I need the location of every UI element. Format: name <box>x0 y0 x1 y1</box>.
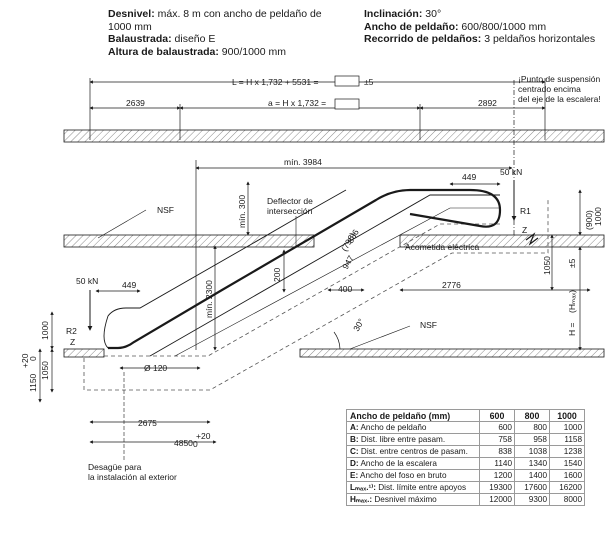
load-bottom: 50 kN <box>76 276 98 286</box>
phi-120: Ø 120 <box>144 363 167 373</box>
r1-label: R1 <box>520 206 531 216</box>
dim-min-300: mín. 300 <box>237 195 247 228</box>
table-header-1000: 1000 <box>549 409 585 422</box>
nsf-top: NSF <box>157 205 174 215</box>
lower-floor-slab-right <box>299 348 605 358</box>
table-header-600: 600 <box>479 409 515 422</box>
dim-2892: 2892 <box>478 98 497 108</box>
dim-1000-left: 1000 <box>40 321 50 340</box>
h-equals: H = <box>567 323 577 337</box>
specs-left: Desnivel: máx. 8 m con ancho de peldaño … <box>108 8 322 58</box>
step-line <box>149 194 500 357</box>
dim-200: 200 <box>272 268 282 282</box>
deflector-label-1: Deflector de <box>267 196 313 206</box>
spec-desnivel: Desnivel: máx. 8 m con ancho de peldaño … <box>108 8 322 20</box>
dim-1050-right: 1050 <box>542 256 552 275</box>
length-formula: L = H x 1,732 + 5531 = <box>232 77 318 87</box>
deflector-label-2: intersección <box>267 206 313 216</box>
r2-label: R2 <box>66 326 77 336</box>
drain-label-2: la instalación al exterior <box>88 472 177 482</box>
suspension-note-1: ¡Punto de suspensión <box>518 74 600 84</box>
upper-floor-slab-left <box>63 234 315 248</box>
electric-connection-icon <box>525 232 539 246</box>
handrail-lower-curve <box>103 189 347 349</box>
dim-900-paren: (900) <box>584 210 594 230</box>
nsf-top-leader <box>97 209 147 239</box>
suspension-note-3: del eje de la escalera! <box>518 94 601 104</box>
spec-desnivel-cont: 1000 mm <box>108 20 152 33</box>
angle-label: 30° <box>351 317 366 333</box>
dim-1050-left: 1050 <box>40 361 50 380</box>
dim-4850-tol-lower: 0 <box>193 439 198 449</box>
nsf-bottom-leader <box>349 325 411 350</box>
spec-recorrido: Recorrido de peldaños: 3 peldaños horizo… <box>364 33 596 45</box>
step-width-table: Ancho de peldaño (mm) 600 800 1000 A: An… <box>346 409 585 506</box>
dim-min-2300: mín. 2300 <box>204 280 214 318</box>
spec-altura-balaustrada: Altura de balaustrada: 900/1000 mm <box>108 45 287 58</box>
ceiling-slab <box>63 129 605 143</box>
load-top: 50 kN <box>500 167 522 177</box>
dim-pm5: ±5 <box>567 258 577 268</box>
dim-449-top: 449 <box>462 172 476 182</box>
drain-label-1: Desagüe para <box>88 462 142 472</box>
dim-1000-right: 1000 <box>593 207 603 226</box>
spec-ancho-peldano: Ancho de peldaño: 600/800/1000 mm <box>364 20 547 33</box>
table-header-label: Ancho de peldaño (mm) <box>346 409 480 422</box>
length-value-box <box>334 75 360 87</box>
suspension-note-2: centrado encima <box>518 84 581 94</box>
a-formula: a = H x 1,732 = <box>268 98 326 108</box>
length-tolerance: ±5 <box>364 77 374 87</box>
handrail <box>108 188 502 350</box>
dim-449-bottom: 449 <box>122 280 136 290</box>
angle-arc <box>333 331 341 350</box>
specs-right: Inclinación: 30° Ancho de peldaño: 600/8… <box>364 8 595 46</box>
acometida-label: Acometida eléctrica <box>405 242 479 252</box>
dim-min-3984: mín. 3984 <box>284 157 322 167</box>
spec-inclinacion: Inclinación: 30° <box>364 8 442 20</box>
dim-lines-left <box>38 311 217 444</box>
table-header-row: Ancho de peldaño (mm) 600 800 1000 <box>346 409 585 422</box>
dim-1150: 1150 <box>28 373 38 392</box>
dim-1150-tol: +20 <box>20 353 30 368</box>
z-bottom-label: Z <box>70 337 75 347</box>
dim-2776: 2776 <box>442 280 461 290</box>
a-value-box <box>334 98 360 110</box>
dim-lines-middle <box>213 181 591 351</box>
spec-balaustrada: Balaustrada: diseño E <box>108 33 216 45</box>
dim-2639: 2639 <box>126 98 145 108</box>
nsf-bottom: NSF <box>420 320 437 330</box>
dim-lines-top <box>89 78 546 350</box>
z-top-label: Z <box>522 225 527 235</box>
table-header-800: 800 <box>514 409 550 422</box>
dim-947: 947 <box>340 253 356 271</box>
step-line-inner <box>174 207 500 357</box>
dim-2675: 2675 <box>138 418 157 428</box>
truss-outline <box>83 200 549 391</box>
dim-400: 400 <box>338 284 352 294</box>
lower-floor-slab-left <box>63 348 105 358</box>
dim-4850: 4850 <box>174 438 193 448</box>
h-max-label: (Hₘₐₓ) <box>567 290 577 313</box>
dim-1150-tol-lower: 0 <box>28 356 38 361</box>
dim-4850-tol: +20 <box>196 431 211 441</box>
